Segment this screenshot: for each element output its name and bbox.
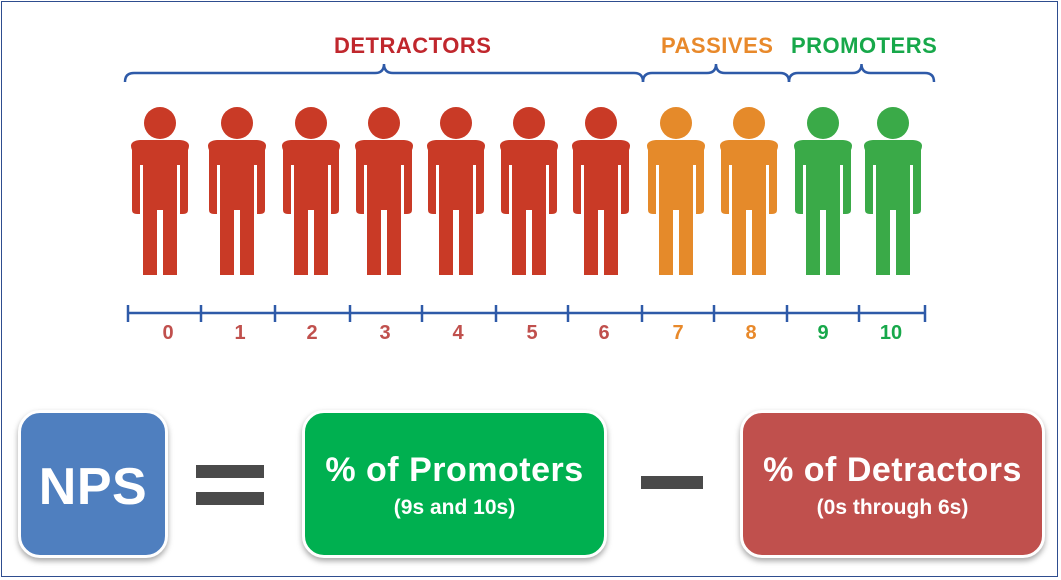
score-number-4: 4 [452, 322, 464, 344]
score-number-2: 2 [306, 322, 318, 344]
category-brackets [123, 63, 936, 83]
person-figure-3 [355, 107, 413, 275]
detractors-bracket [123, 63, 645, 83]
promoters-percentage-box: % of Promoters (9s and 10s) [302, 410, 607, 558]
person-figure-2 [282, 107, 340, 275]
person-figure-5 [500, 107, 558, 275]
detractors-percentage-subtitle: (0s through 6s) [816, 496, 969, 519]
detractors-percentage-box: % of Detractors (0s through 6s) [740, 410, 1045, 558]
promoters-percentage-subtitle: (9s and 10s) [393, 496, 516, 519]
people-figures [131, 107, 922, 275]
person-figure-10 [864, 107, 922, 275]
passives-label: PASSIVES [661, 33, 774, 58]
score-number-8: 8 [745, 322, 757, 344]
person-figure-9 [794, 107, 852, 275]
score-number-6: 6 [598, 322, 610, 344]
score-number-0: 0 [162, 322, 174, 344]
score-number-10: 10 [879, 322, 903, 344]
equals-operator [196, 465, 264, 505]
detractors-percentage-title: % of Detractors [763, 451, 1022, 489]
promoters-percentage-title: % of Promoters [325, 451, 584, 489]
score-number-3: 3 [379, 322, 391, 344]
person-figure-6 [572, 107, 630, 275]
person-figure-1 [208, 107, 266, 275]
score-number-1: 1 [234, 322, 246, 344]
nps-box: NPS [18, 410, 168, 558]
score-number-9: 9 [817, 322, 829, 344]
promoters-label: PROMOTERS [791, 33, 938, 58]
person-figure-0 [131, 107, 189, 275]
score-number-5: 5 [526, 322, 538, 344]
minus-operator [641, 476, 703, 489]
person-figure-7 [647, 107, 705, 275]
detractors-label: DETRACTORS [334, 33, 492, 58]
score-axis [126, 305, 927, 322]
score-number-7: 7 [672, 322, 684, 344]
person-figure-4 [427, 107, 485, 275]
person-figure-8 [720, 107, 778, 275]
promoters-bracket [787, 63, 936, 83]
passives-bracket [641, 63, 791, 83]
nps-label: NPS [38, 458, 148, 516]
